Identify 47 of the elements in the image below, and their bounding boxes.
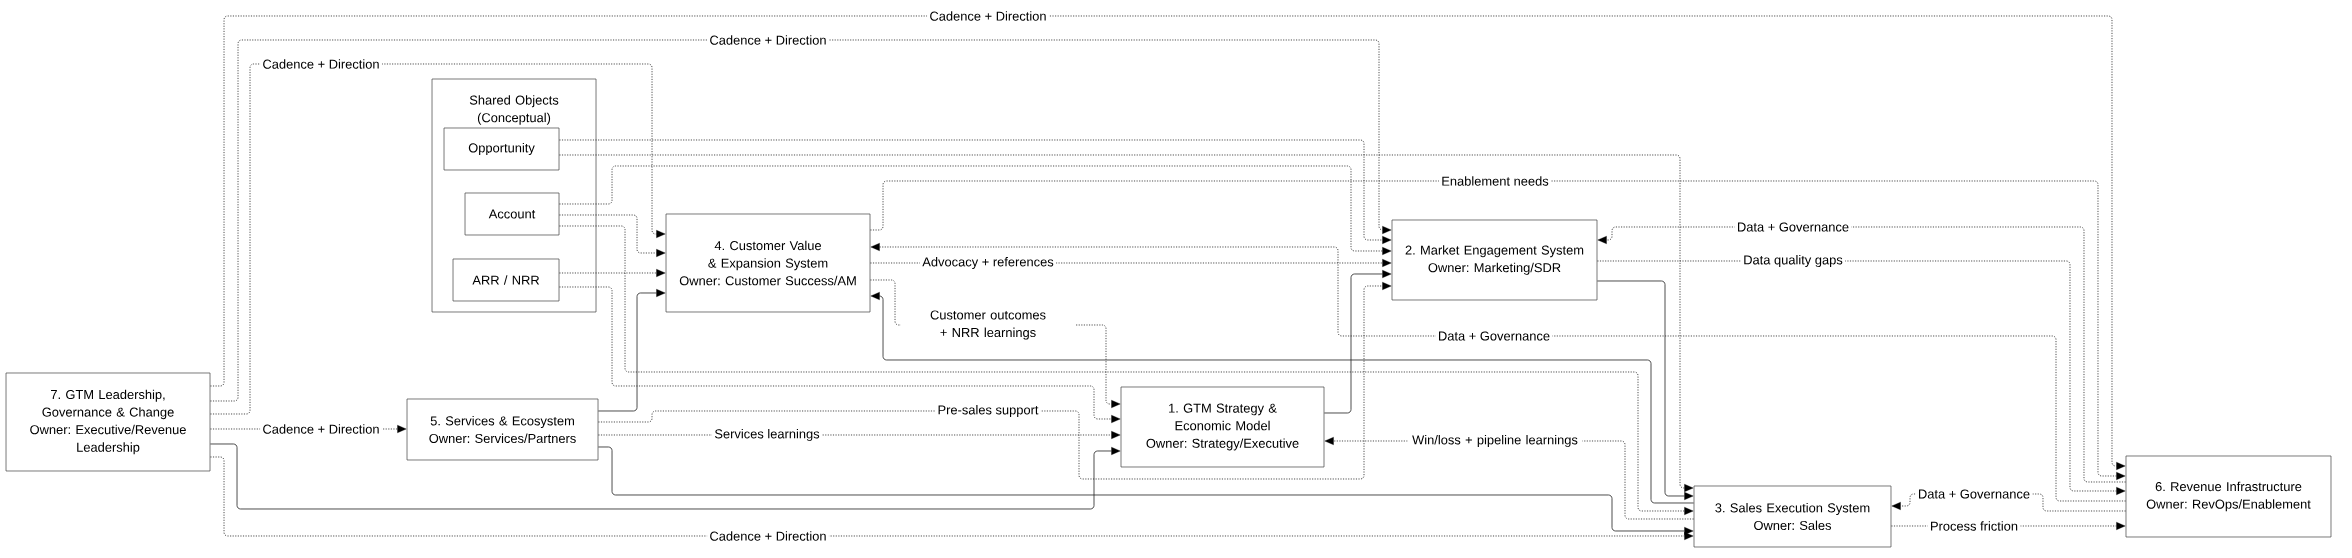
arrow (558, 225, 1694, 515)
edge-label: Pre-sales support (935, 402, 1041, 420)
edge-label: Cadence + Direction (260, 421, 382, 437)
arrow (558, 139, 1392, 244)
edge-label: Data + Governance (1734, 220, 1852, 234)
system-box: 5. Services & Ecosystem Owner: Services/Partners (406, 398, 599, 461)
arrow (558, 154, 1694, 492)
edge-label: Advocacy + references (919, 254, 1057, 272)
arrow (209, 63, 666, 415)
system-box: 6. Revenue Infrastructure Owner: RevOps/Enablement (2125, 455, 2332, 538)
arrow (1596, 280, 1694, 500)
arrow (597, 446, 1694, 535)
arrow (558, 214, 666, 257)
system-box: 1. GTM Strategy & Economic Model Owner: Strategy/Executive (1120, 386, 1325, 468)
arrow (597, 282, 1392, 480)
arrow (1596, 260, 2126, 495)
arrow (1323, 270, 1392, 414)
arrow (209, 456, 1694, 540)
edge-label: Win/loss + pipeline learnings (1407, 432, 1583, 450)
arrow (870, 243, 2127, 502)
arrow (209, 443, 1121, 510)
edge-label: Cadence + Direction (260, 56, 382, 72)
system-box: 4. Customer Value & Expansion System Owner: Customer Success/AM (665, 213, 871, 313)
edge-label: Cadence + Direction (707, 32, 829, 48)
system-box: 2. Market Engagement System Owner: Marketing/SDR (1391, 219, 1598, 301)
arrow (869, 180, 2126, 480)
edge-label: Services learnings (712, 426, 822, 444)
edge-label: Cadence + Direction (927, 8, 1049, 24)
object-box: Account (464, 192, 560, 236)
system-box: 3. Sales Execution System Owner: Sales (1693, 485, 1892, 548)
system-box: 7. GTM Leadership, Governance & Change Owner: Executive/Revenue Leadership (5, 372, 211, 472)
arrow (558, 286, 1121, 423)
edge-label: Data quality gaps (1740, 252, 1846, 270)
object-box: ARR / NRR (452, 258, 560, 302)
edge-label: Process friction (1927, 518, 2021, 534)
edge-label: Cadence + Direction (707, 528, 829, 544)
arrow (209, 15, 2126, 470)
arrow (209, 39, 1392, 402)
edge-label: Enablement needs (1438, 173, 1552, 189)
edge-label: Data + Governance (1915, 487, 2033, 501)
object-box: Opportunity (443, 127, 560, 171)
arrow (870, 292, 1695, 504)
edge-label: Customer outcomes + NRR learnings (900, 308, 1076, 342)
arrow (597, 289, 666, 412)
edge-label: Data + Governance (1435, 329, 1553, 343)
arrow (558, 165, 1392, 255)
arrow (558, 269, 666, 277)
